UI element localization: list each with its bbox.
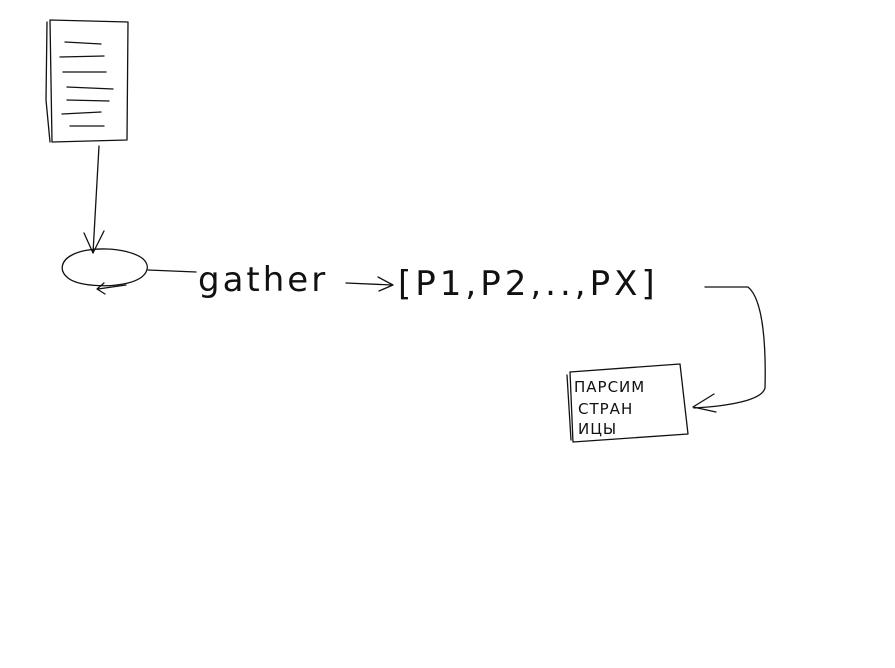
- document-lines: [59, 41, 114, 127]
- pages-list-label: [P1,P2,..,PX]: [398, 264, 659, 304]
- document-icon: [45, 19, 129, 143]
- parse-box-line-3: ИЦЫ: [578, 420, 617, 438]
- arrow-gather-to-list: [345, 276, 394, 292]
- arrow-document-to-node: [83, 145, 105, 254]
- parse-box-line-1: ПАРСИМ: [574, 378, 645, 396]
- connector-node-to-gather: [147, 269, 197, 273]
- parse-box-line-2: СТРАН: [578, 400, 633, 418]
- parse-pages-box: ПАРСИМ СТРАН ИЦЫ: [566, 363, 689, 443]
- gather-label: gather: [198, 260, 328, 300]
- arrow-list-to-parse-box: [692, 286, 766, 413]
- loop-icon: [96, 282, 127, 295]
- gather-node: [61, 248, 148, 295]
